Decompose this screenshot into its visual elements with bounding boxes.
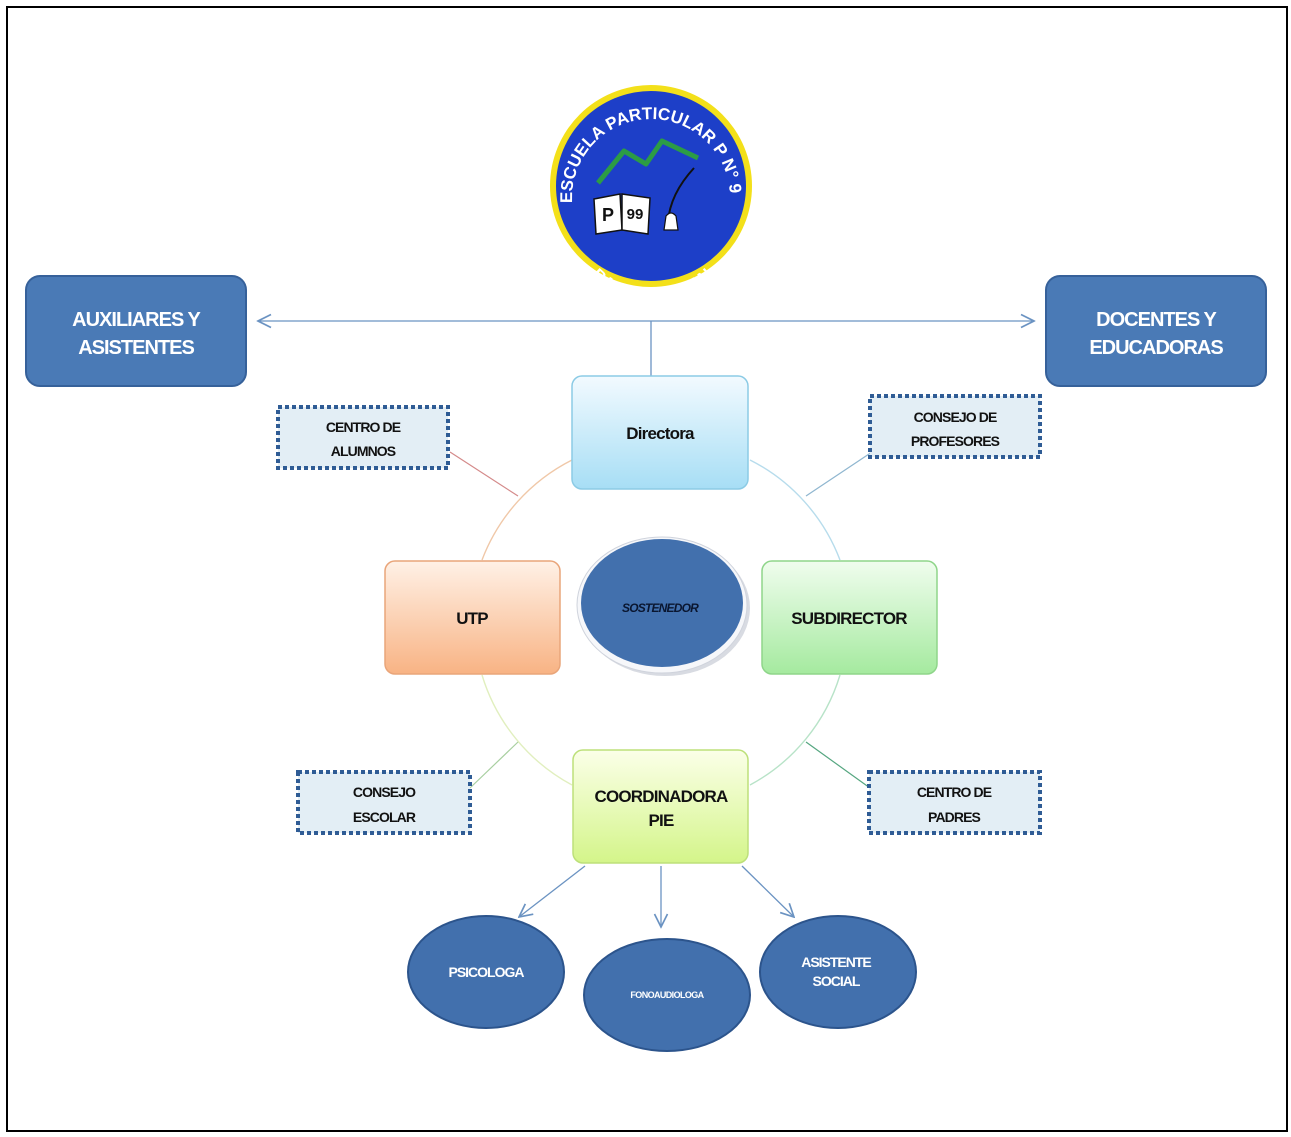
- centro-alumnos-line-2: ALUMNOS: [331, 443, 396, 459]
- psicologa-label: PSICOLOGA: [448, 964, 524, 980]
- inkwell-quill-icon: [663, 167, 695, 231]
- logo-book-right: 99: [627, 206, 644, 223]
- line-centro-alumnos: [449, 451, 519, 497]
- fonoaudiologa-label: FONOAUDIOLOGA: [630, 990, 704, 1000]
- fonoaudiologa-node[interactable]: FONOAUDIOLOGA: [583, 938, 751, 1052]
- line-consejo-escolar: [469, 741, 519, 789]
- asistente-social-node[interactable]: ASISTENTE SOCIAL: [759, 915, 917, 1029]
- ring-arc-top-right: [749, 459, 841, 561]
- auxiliares-box[interactable]: AUXILIARES Y ASISTENTES: [25, 275, 247, 387]
- line-consejo-profesores: [805, 451, 873, 497]
- directora-label: Directora: [626, 424, 695, 443]
- centro-alumnos-box[interactable]: CENTRO DE ALUMNOS: [276, 405, 450, 470]
- centro-padres-box[interactable]: CENTRO DE PADRES: [867, 770, 1042, 835]
- consejo-escolar-line-2: ESCOLAR: [353, 809, 416, 825]
- coordinadora-line-2: PIE: [648, 811, 673, 830]
- open-book-icon: P 99: [593, 193, 651, 235]
- docentes-line-2: EDUCADORAS: [1089, 337, 1223, 359]
- page-frame: [6, 6, 1288, 1132]
- connectors: [258, 321, 1034, 927]
- directora-box[interactable]: Directora: [571, 375, 749, 490]
- consejo-profesores-box[interactable]: CONSEJO DE PROFESORES: [868, 394, 1042, 459]
- docentes-line-1: DOCENTES Y: [1096, 309, 1217, 331]
- docentes-box[interactable]: DOCENTES Y EDUCADORAS: [1045, 275, 1267, 387]
- auxiliares-line-1: AUXILIARES Y: [72, 309, 201, 331]
- coordinadora-line-1: COORDINADORA: [594, 787, 728, 806]
- logo-book-left: P: [602, 205, 614, 225]
- line-centro-padres: [805, 741, 871, 789]
- centro-padres-line-1: CENTRO DE: [917, 784, 992, 800]
- centro-alumnos-line-1: CENTRO DE: [326, 419, 401, 435]
- sostenedor-label: SOSTENEDOR: [622, 601, 699, 615]
- subdirector-box[interactable]: SUBDIRECTOR: [761, 560, 938, 675]
- consejo-escolar-line-1: CONSEJO: [353, 784, 416, 800]
- utp-box[interactable]: UTP: [384, 560, 561, 675]
- consejo-profesores-line-1: CONSEJO DE: [914, 409, 997, 425]
- utp-label: UTP: [456, 609, 488, 628]
- asistente-social-line-1: ASISTENTE: [801, 954, 871, 970]
- school-logo: P 99 ESCUELA PARTICULAR P N° 99 BAJO POC…: [0, 0, 752, 306]
- consejo-escolar-box[interactable]: CONSEJO ESCOLAR: [296, 770, 472, 835]
- asistente-social-line-2: SOCIAL: [813, 973, 861, 989]
- ring-arc-top-left: [481, 459, 573, 561]
- sostenedor-node[interactable]: SOSTENEDOR: [576, 536, 750, 676]
- auxiliares-line-2: ASISTENTES: [78, 337, 194, 359]
- arrow-psicologa: [519, 865, 586, 917]
- subdirector-label: SUBDIRECTOR: [791, 609, 907, 628]
- psicologa-node[interactable]: PSICOLOGA: [407, 915, 565, 1029]
- coordinadora-box[interactable]: COORDINADORA PIE: [572, 749, 749, 864]
- ring-arc-bottom-right: [749, 674, 841, 786]
- consejo-profesores-line-2: PROFESORES: [911, 433, 1000, 449]
- centro-padres-line-2: PADRES: [928, 809, 980, 825]
- mountains-icon: [596, 138, 700, 185]
- arrow-asistente-social: [741, 865, 794, 917]
- ring-arc-bottom-left: [481, 674, 573, 786]
